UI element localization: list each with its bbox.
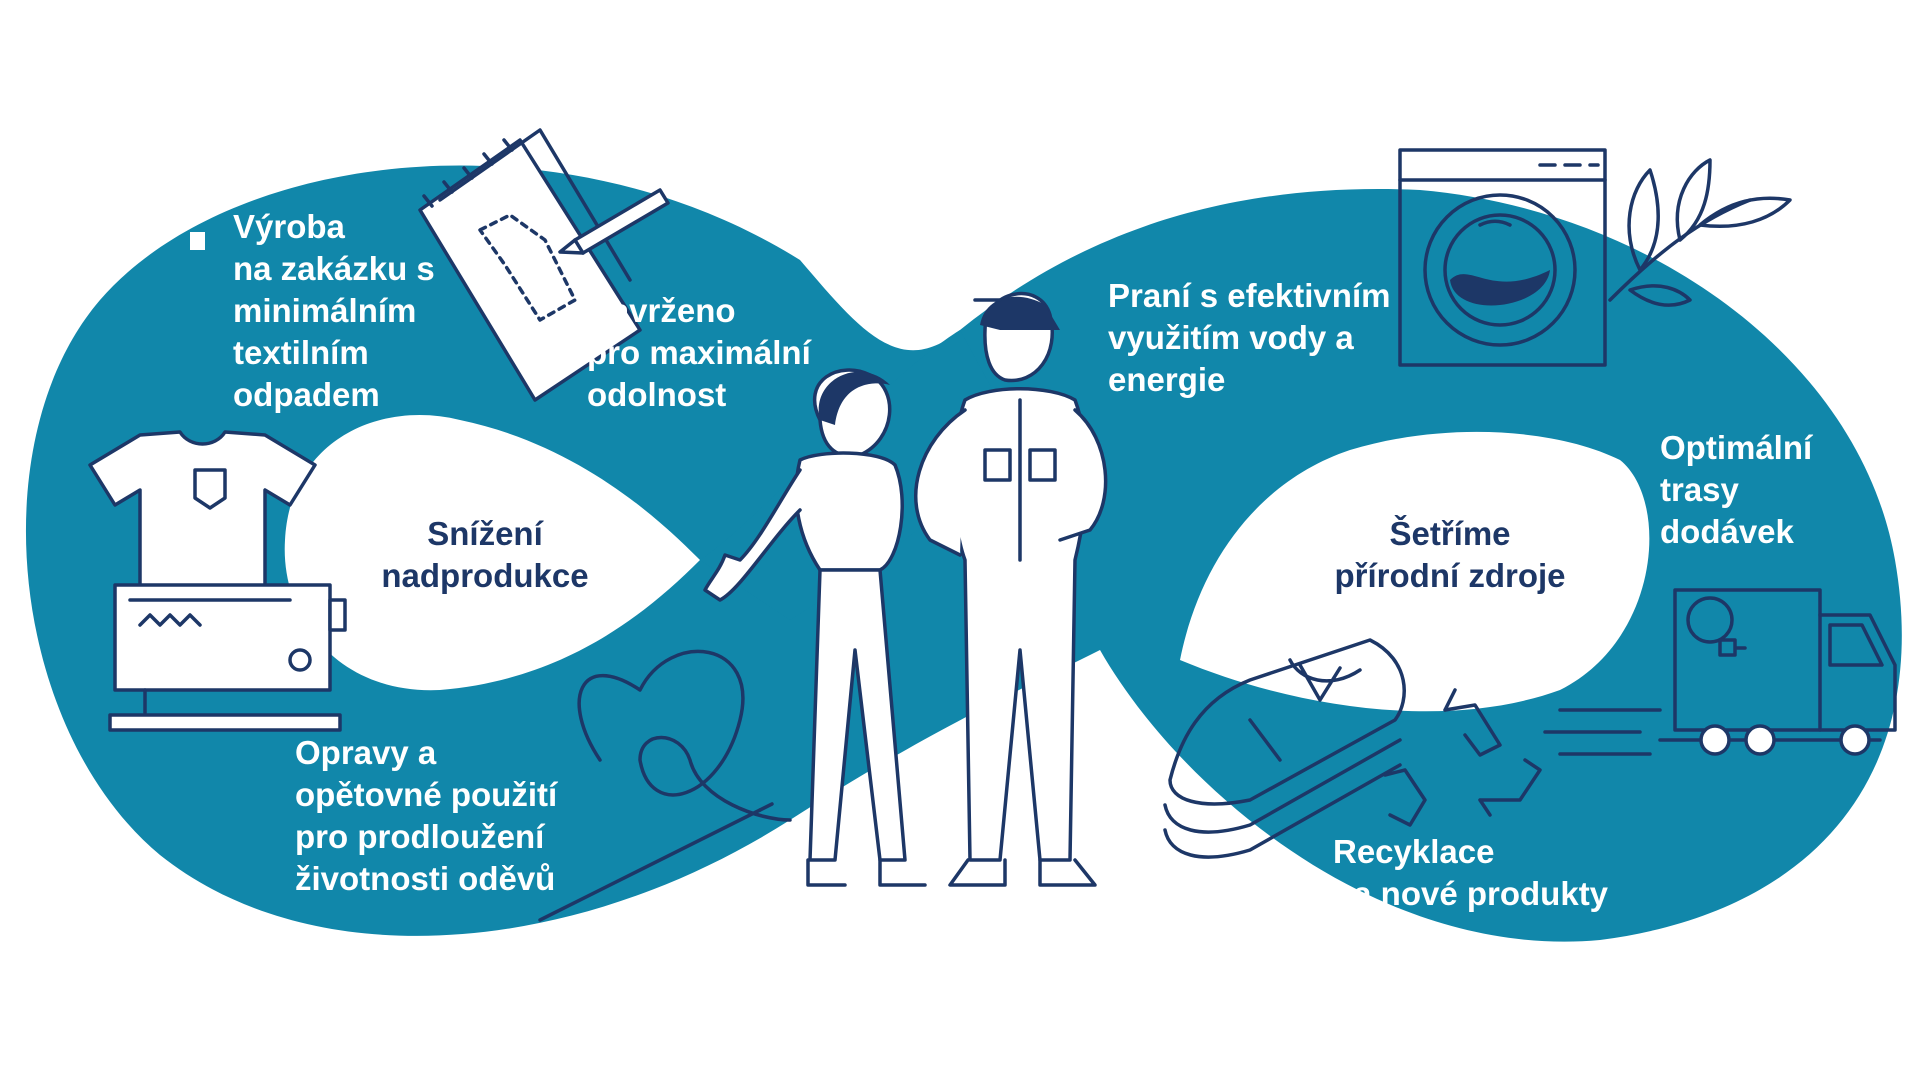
woman-thumbs-up-icon	[703, 368, 927, 887]
folded-shirts-icon	[1163, 638, 1406, 859]
repair-reuse-label: Opravy a opětovné použití pro prodloužen…	[295, 734, 558, 897]
pencil-icon	[558, 188, 670, 255]
recycling-label: Recyklace na nové produkty	[1333, 833, 1609, 912]
sewing-machine-icon	[108, 583, 347, 732]
leaf-branch-icon	[1608, 158, 1792, 307]
recycle-icon	[1383, 688, 1542, 827]
washing-machine-icon	[1398, 148, 1607, 367]
optimal-routes-label: Optimální trasy dodávek	[1660, 429, 1813, 550]
efficient-washing-label: Praní s efektivním využitím vody a energ…	[1108, 277, 1391, 398]
durable-design-label: Navrženo pro maximální odolnost	[587, 292, 811, 413]
custom-production-label: Výroba na zakázku s minimálním textilním…	[233, 208, 435, 413]
delivery-truck-icon	[1543, 588, 1897, 756]
needle-thread-heart-icon	[538, 649, 792, 922]
man-workwear-cap-icon	[914, 291, 1108, 887]
right-center-label: Šetříme přírodní zdroje	[1334, 515, 1566, 594]
bullet-marker-icon	[190, 232, 205, 250]
tshirt-icon	[88, 430, 317, 612]
left-center-label: Snížení nadprodukce	[381, 515, 589, 594]
